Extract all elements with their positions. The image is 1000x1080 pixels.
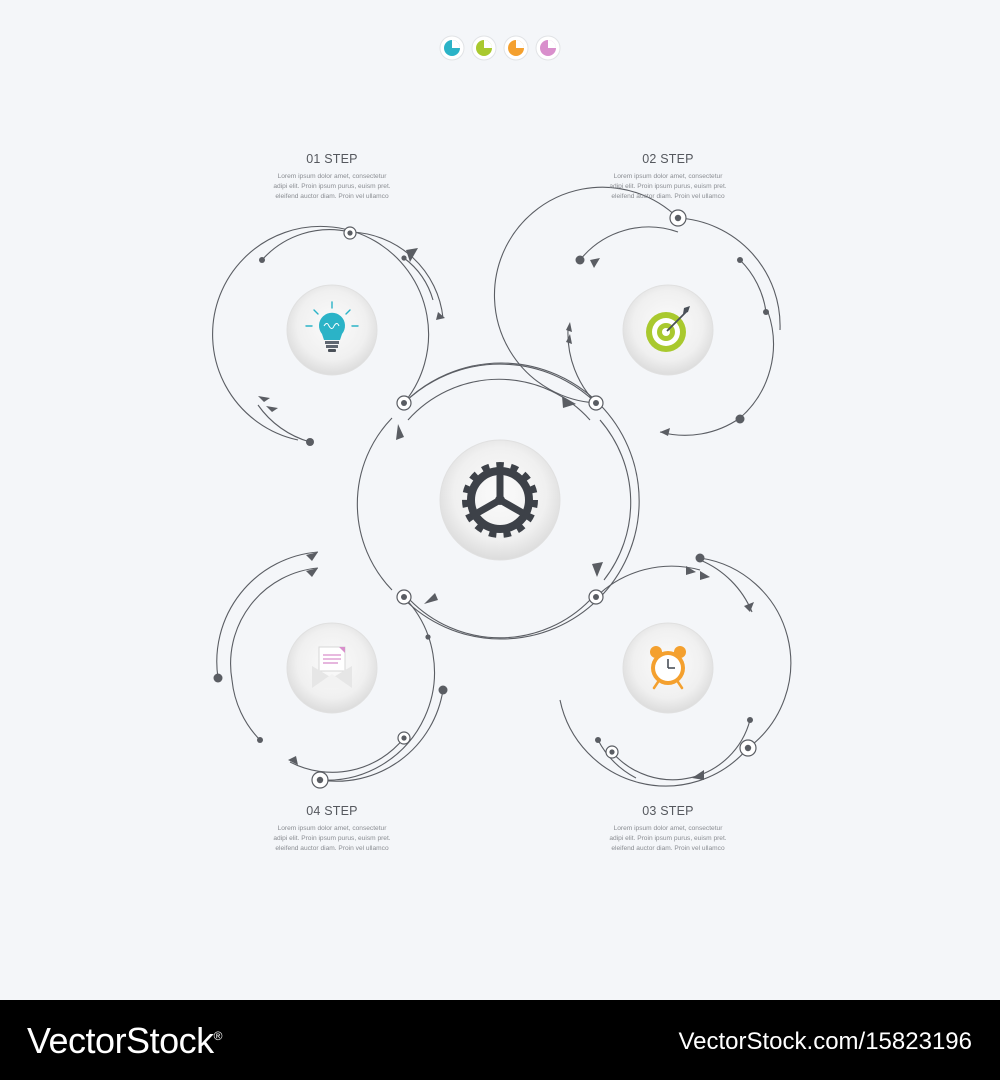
- watermark-logo: VectorStock®: [27, 1020, 222, 1062]
- step4-line: eleifend auctor diam. Proin vel ullamco: [275, 845, 389, 852]
- target-icon: [646, 306, 690, 352]
- step4-ring: [216, 551, 444, 782]
- step2-line: eleifend auctor diam. Proin vel ullamco: [611, 193, 725, 200]
- watermark-logo-text: VectorStock: [27, 1020, 214, 1061]
- step2-title: 02 STEP: [642, 152, 694, 166]
- step1-text: 01 STEP Lorem ipsum dolor amet, consecte…: [232, 152, 432, 202]
- step4-disc: [286, 622, 378, 714]
- step3-line: eleifend auctor diam. Proin vel ullamco: [611, 845, 725, 852]
- palette-dots: [439, 35, 561, 61]
- center-disc: [439, 439, 561, 561]
- step1-disc: [286, 284, 378, 376]
- connector-nodes: [213, 209, 769, 789]
- step1-description: Lorem ipsum dolor amet, consectetur adip…: [232, 172, 432, 202]
- step4-title: 04 STEP: [306, 804, 358, 818]
- step3-line: Lorem ipsum dolor amet, consectetur: [613, 825, 723, 832]
- step2-ring: [493, 186, 781, 436]
- step3-line: adipi elit. Proin ipsum purus, euism pre…: [609, 835, 727, 842]
- step2-line: Lorem ipsum dolor amet, consectetur: [613, 173, 723, 180]
- envelope-icon: [312, 646, 352, 688]
- step2-line: adipi elit. Proin ipsum purus, euism pre…: [609, 183, 727, 190]
- gear-icon: [462, 462, 538, 538]
- step1-line: eleifend auctor diam. Proin vel ullamco: [275, 193, 389, 200]
- step4-description: Lorem ipsum dolor amet, consectetur adip…: [232, 824, 432, 854]
- step3-description: Lorem ipsum dolor amet, consectetur adip…: [568, 824, 768, 854]
- alarm-clock-icon: [650, 646, 686, 690]
- lightbulb-icon: [305, 301, 359, 352]
- step3-title: 03 STEP: [642, 804, 694, 818]
- step1-title: 01 STEP: [306, 152, 358, 166]
- infographic-diagram: [212, 35, 792, 789]
- step1-ring: [212, 225, 444, 443]
- step3-text: 03 STEP Lorem ipsum dolor amet, consecte…: [568, 804, 768, 854]
- step1-line: adipi elit. Proin ipsum purus, euism pre…: [273, 183, 391, 190]
- flow-arrows: [258, 248, 754, 780]
- step3-disc: [622, 622, 714, 714]
- watermark-footer: VectorStock® VectorStock.com/15823196: [0, 1000, 1000, 1080]
- step4-text: 04 STEP Lorem ipsum dolor amet, consecte…: [232, 804, 432, 854]
- pink-swatch-icon: [535, 35, 561, 61]
- step2-description: Lorem ipsum dolor amet, consectetur adip…: [568, 172, 768, 202]
- registered-mark: ®: [213, 1029, 223, 1043]
- watermark-url: VectorStock.com/15823196: [678, 1028, 972, 1055]
- step2-text: 02 STEP Lorem ipsum dolor amet, consecte…: [568, 152, 768, 202]
- orange-swatch-icon: [503, 35, 529, 61]
- lime-swatch-icon: [471, 35, 497, 61]
- step4-line: adipi elit. Proin ipsum purus, euism pre…: [273, 835, 391, 842]
- step2-disc: [622, 284, 714, 376]
- step4-line: Lorem ipsum dolor amet, consectetur: [277, 825, 387, 832]
- step1-line: Lorem ipsum dolor amet, consectetur: [277, 173, 387, 180]
- teal-swatch-icon: [439, 35, 465, 61]
